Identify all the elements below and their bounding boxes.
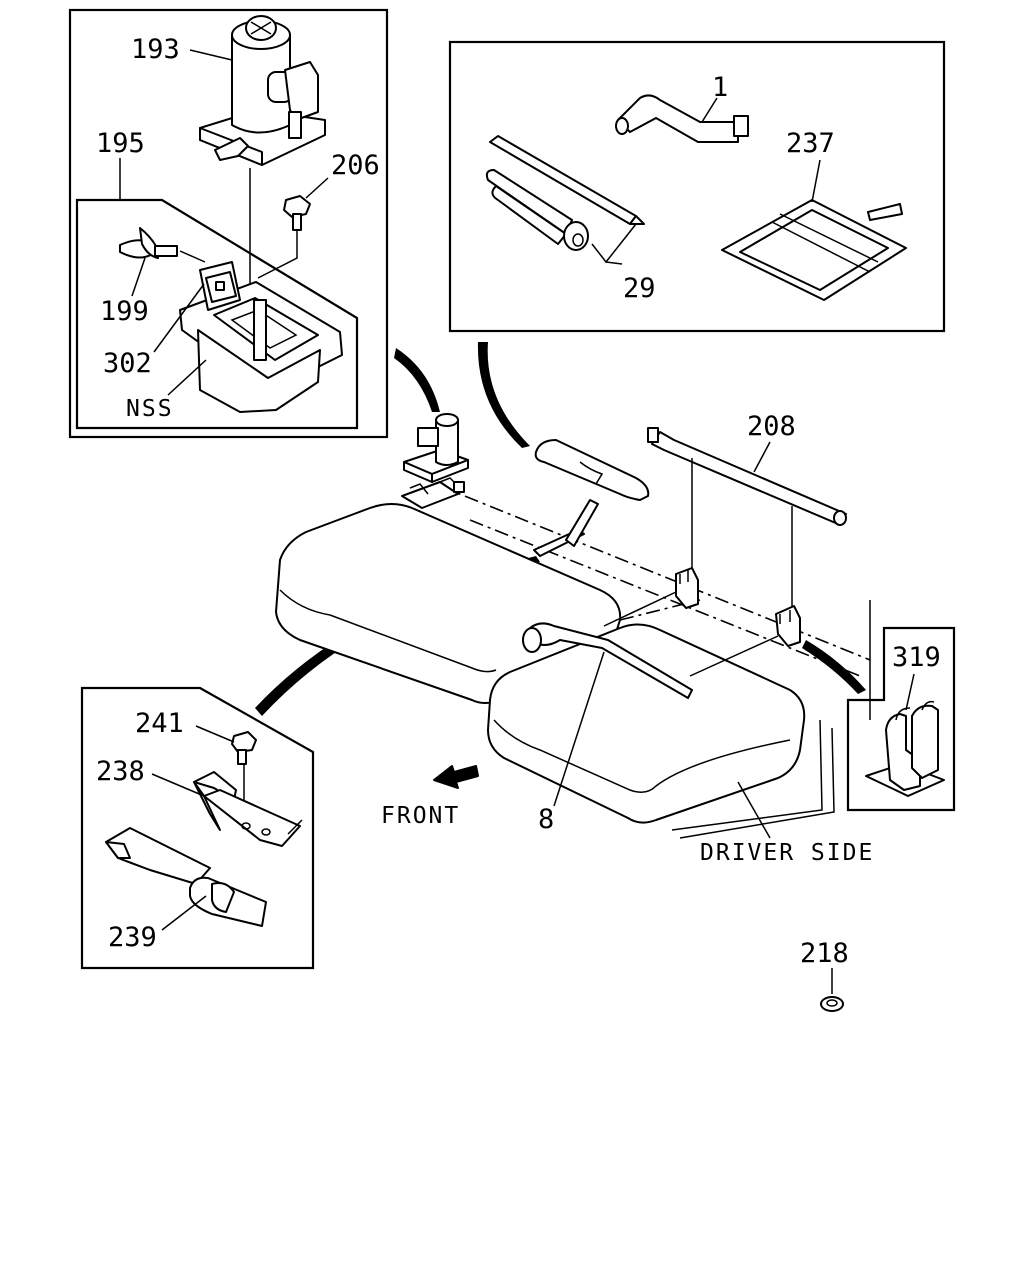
rod-208 <box>647 427 847 610</box>
callout-238: 238 <box>96 756 145 787</box>
label-driver-side: DRIVER SIDE <box>700 840 874 866</box>
tool-bag-237 <box>721 199 907 301</box>
callout-8: 8 <box>538 804 554 835</box>
bracket-239 <box>105 827 267 927</box>
seat-cushion-right <box>487 623 806 824</box>
bolt-241 <box>231 731 257 820</box>
callout-nss: NSS <box>126 396 174 422</box>
callout-241: 241 <box>135 708 184 739</box>
leader-arc-tools <box>477 342 530 448</box>
clip-on-seat-left <box>675 567 699 609</box>
callout-302: 302 <box>103 348 152 379</box>
callout-29: 29 <box>623 273 656 304</box>
callout-1: 1 <box>712 72 728 103</box>
callout-237: 237 <box>786 128 835 159</box>
jack-inset-frame <box>68 8 389 439</box>
bracket-238 <box>193 771 303 847</box>
bracket-inset-frame <box>80 686 315 970</box>
bracket-on-seat <box>533 499 599 557</box>
nut-218: 218 <box>800 938 849 1012</box>
seat-assembly: 208 FRONT 8 DRIVER SIDE <box>275 411 874 866</box>
label-front: FRONT <box>381 803 460 829</box>
bolt-206 <box>257 195 311 279</box>
jack-on-seat <box>401 413 469 509</box>
callout-319: 319 <box>892 642 941 673</box>
callout-193: 193 <box>131 34 180 65</box>
bracket-inset: 241 238 239 <box>80 686 315 970</box>
callout-218: 218 <box>800 938 849 969</box>
bottle-jack <box>199 15 326 350</box>
wrench-29 <box>485 135 645 264</box>
tray-subframe <box>75 198 359 430</box>
front-arrow <box>433 765 479 789</box>
clip-inset: 319 <box>846 626 956 812</box>
tools-inset: 1 237 29 <box>448 40 946 333</box>
leader-arc-clip <box>802 640 866 694</box>
leader-arc-jack <box>394 348 440 412</box>
stowage-tray <box>179 261 343 413</box>
callout-199: 199 <box>100 296 149 327</box>
tools-inset-frame <box>448 40 946 333</box>
callout-208: 208 <box>747 411 796 442</box>
clip-319 <box>865 700 945 797</box>
crank-8 <box>522 591 779 699</box>
callout-195: 195 <box>96 128 145 159</box>
wing-bolt-199 <box>119 227 206 263</box>
jack-inset: 193 195 206 199 302 NSS <box>68 8 389 439</box>
callout-239: 239 <box>108 922 157 953</box>
clip-on-seat-right <box>775 605 801 647</box>
handle-1 <box>615 94 749 143</box>
callout-206: 206 <box>331 150 380 181</box>
clip-inset-frame <box>846 626 956 812</box>
